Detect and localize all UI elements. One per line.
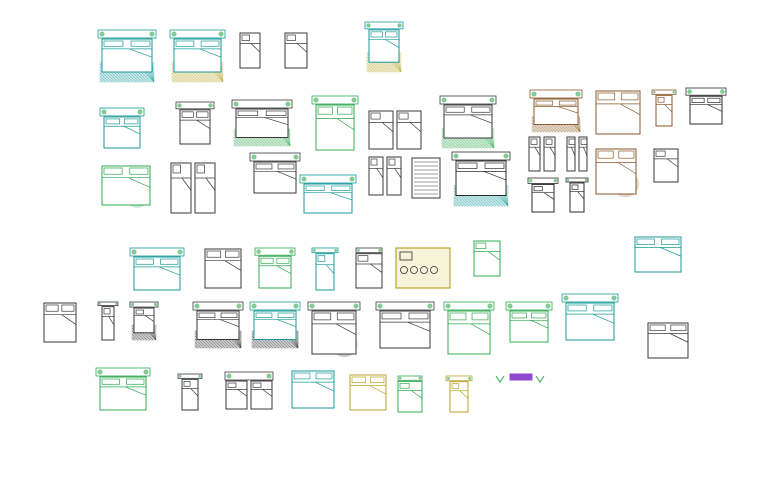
bed-block-52 (349, 374, 387, 411)
bed-block-13 (529, 89, 583, 133)
bed-block-20 (299, 174, 357, 214)
bed-block-1 (97, 29, 157, 83)
bed-block-42 (307, 301, 361, 358)
bed-block-19 (249, 152, 301, 194)
bed-block-6 (99, 107, 145, 149)
bed-block-31 (254, 247, 296, 289)
bed-block-12 (368, 156, 402, 196)
bed-block-28 (565, 177, 589, 213)
bed-block-38 (97, 301, 119, 341)
bed-block-49 (177, 373, 203, 411)
bed-block-29 (129, 247, 185, 291)
bed-block-46 (561, 293, 619, 341)
bed-block-33 (355, 247, 383, 289)
bed-block-32 (311, 247, 339, 291)
bed-block-26 (653, 148, 679, 183)
bed-block-48 (95, 367, 151, 411)
bed-block-4 (284, 32, 308, 69)
bed-block-40 (192, 301, 244, 349)
bed-block-30 (204, 248, 242, 289)
bed-block-22 (451, 151, 511, 207)
bed-block-34 (395, 247, 451, 289)
bed-block-10 (368, 110, 422, 150)
bed-block-36 (634, 236, 682, 273)
bed-block-21 (411, 157, 441, 199)
bed-block-41 (249, 301, 301, 349)
bed-block-39 (129, 301, 159, 341)
bed-block-8 (231, 99, 293, 147)
bed-block-7 (175, 101, 215, 145)
bed-block-35 (473, 240, 501, 277)
bed-block-27 (527, 177, 559, 213)
bed-block-11 (439, 95, 497, 149)
bed-block-47 (647, 322, 689, 359)
bed-block-23 (528, 136, 556, 172)
bed-block-53 (397, 375, 423, 413)
bed-block-37 (43, 302, 77, 343)
bed-block-18 (170, 162, 216, 214)
bed-block-2 (169, 29, 226, 83)
bed-block-14 (595, 90, 641, 135)
bed-block-16 (685, 87, 727, 125)
bed-block-15 (651, 89, 677, 127)
bed-block-3 (239, 32, 261, 69)
bed-block-50 (224, 371, 274, 410)
bed-block-54 (445, 375, 473, 413)
bed-block-43 (375, 301, 435, 349)
bed-block-51 (291, 370, 335, 409)
bed-block-9 (311, 95, 359, 151)
bed-block-44 (443, 301, 495, 355)
bed-block-55 (495, 373, 545, 383)
bed-block-17 (101, 165, 151, 208)
bed-block-45 (505, 301, 553, 343)
bed-block-5 (364, 21, 404, 73)
bed-block-24 (566, 136, 588, 172)
bed-block-25 (595, 148, 639, 198)
